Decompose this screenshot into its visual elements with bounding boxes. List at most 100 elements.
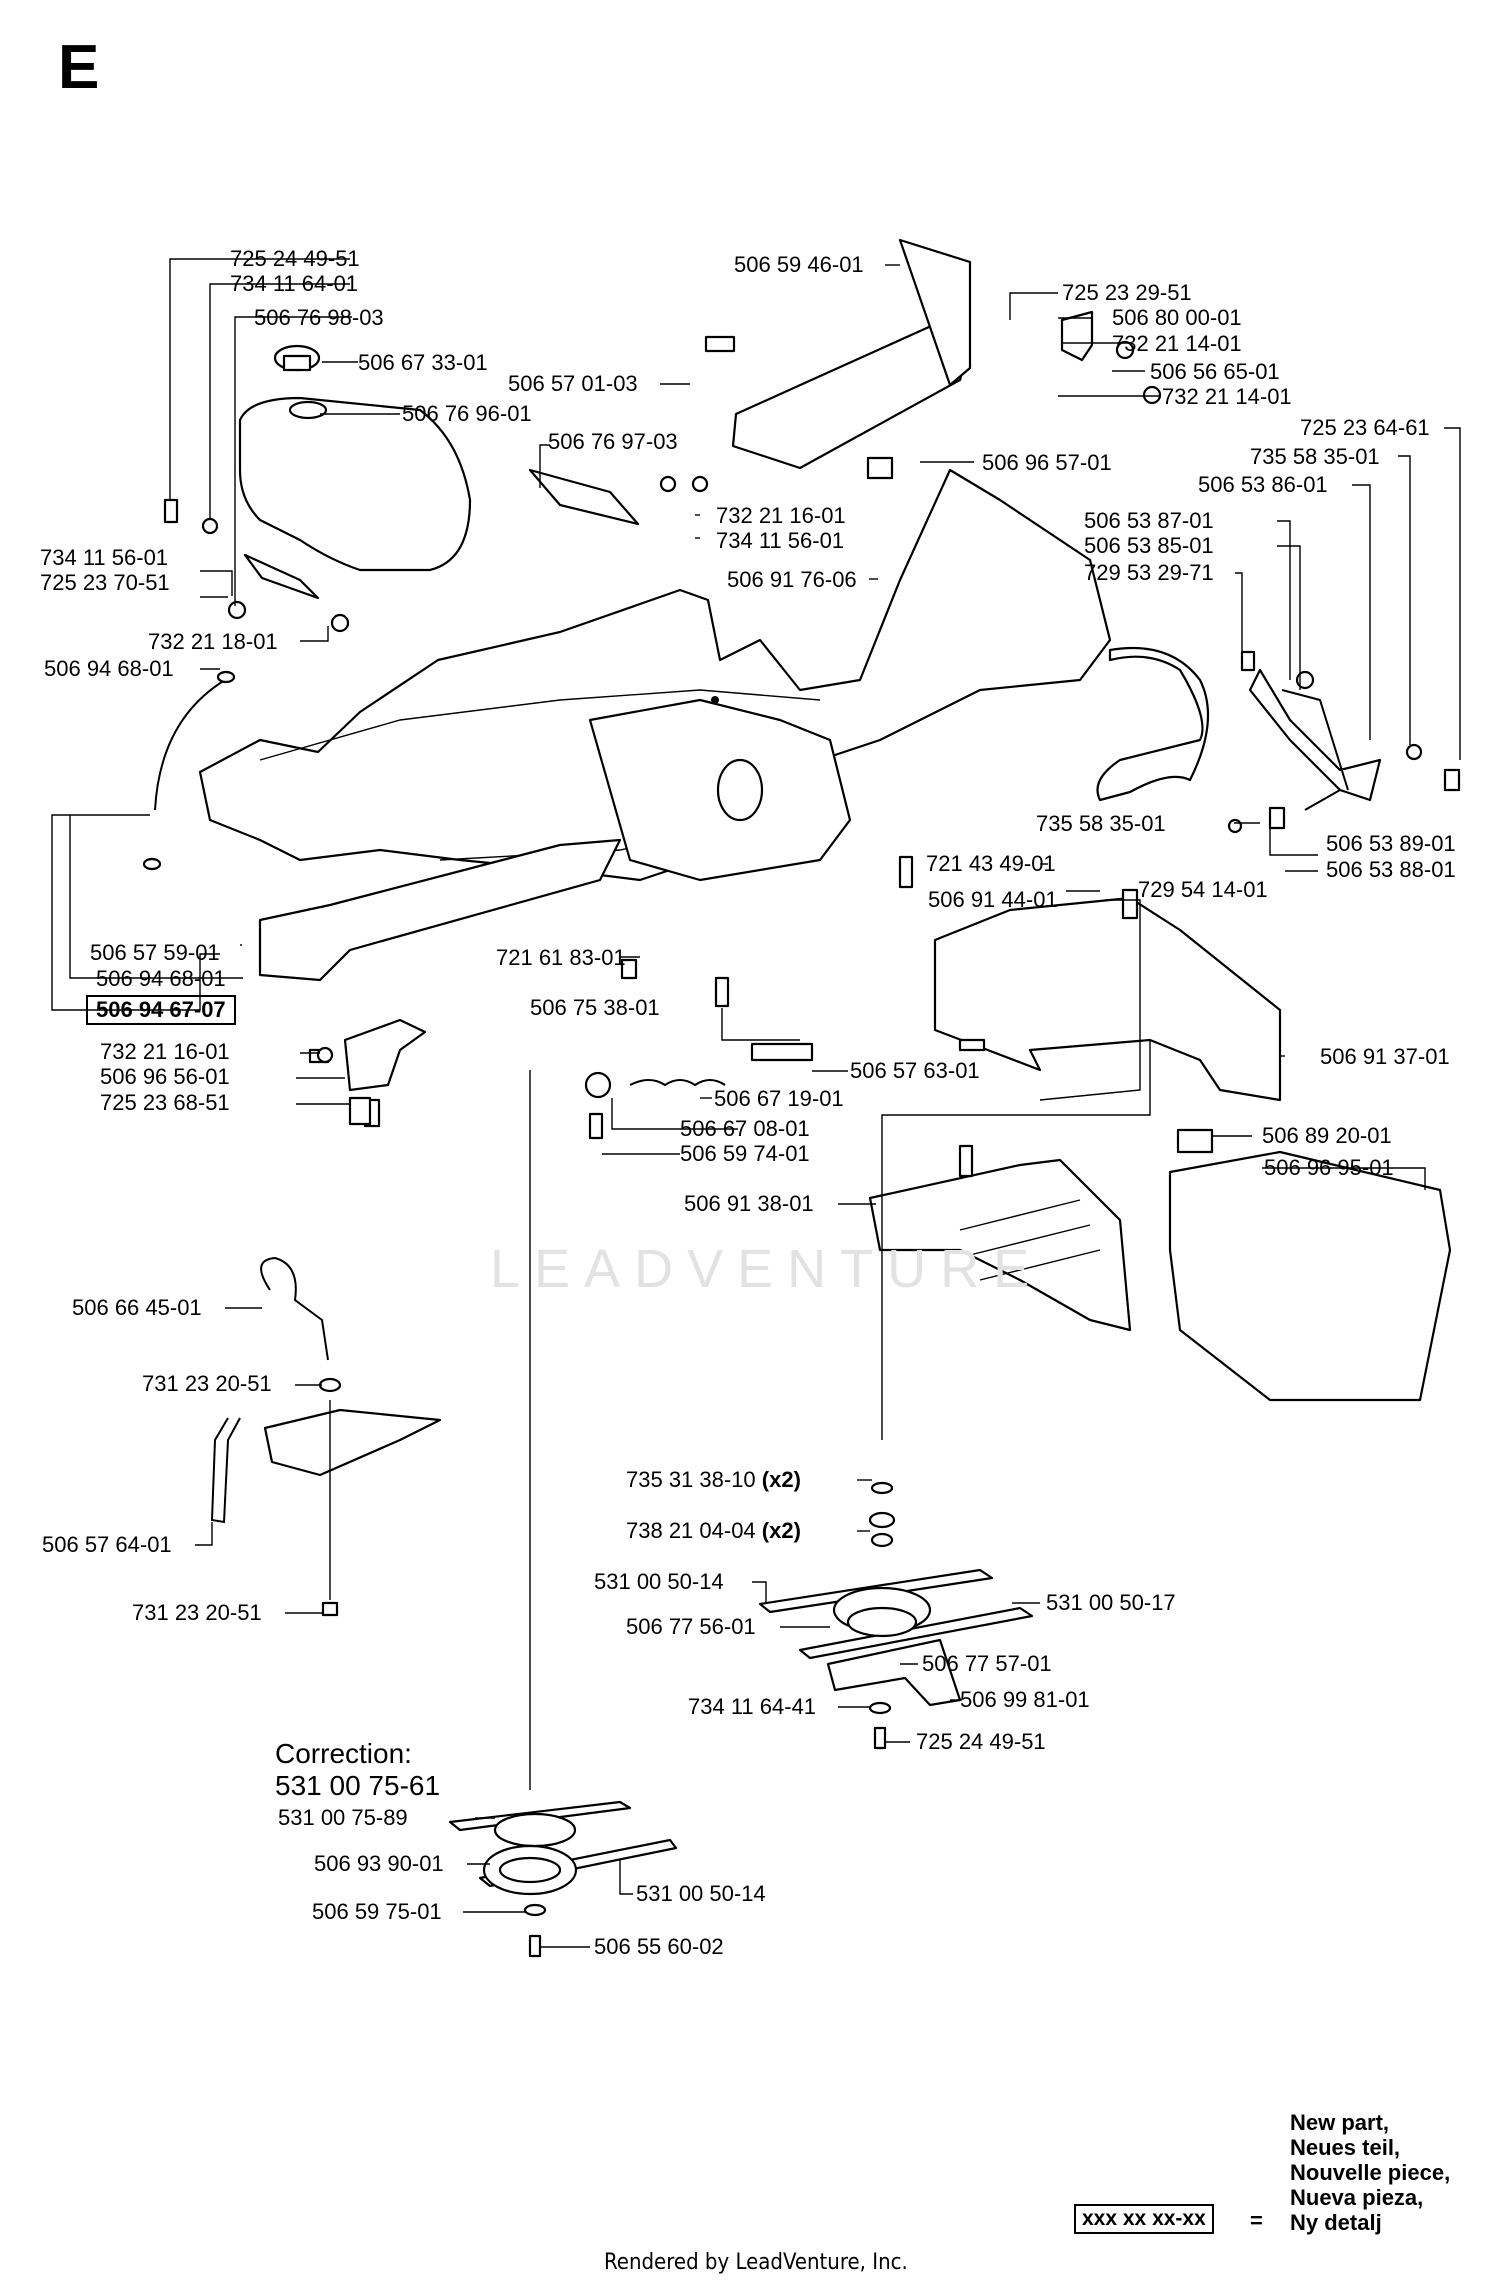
part-label[interactable]: 725 23 64-61 <box>1300 415 1430 440</box>
part-label[interactable]: 732 21 16-01 <box>716 503 846 528</box>
rear-cover <box>933 896 1282 1102</box>
legend-line: Nouvelle piece, <box>1290 2160 1451 2185</box>
main-frame <box>198 468 1210 882</box>
part-label[interactable]: 506 94 68-01 <box>96 966 226 991</box>
part-label[interactable]: 506 53 88-01 <box>1326 857 1456 882</box>
part-label[interactable]: 725 24 49-51 <box>916 1729 1046 1754</box>
part-label[interactable]: 506 57 63-01 <box>850 1058 980 1083</box>
part-label[interactable]: 506 80 00-01 <box>1112 305 1242 330</box>
part-label[interactable]: 732 21 14-01 <box>1162 384 1292 409</box>
fuel-tank <box>238 344 472 572</box>
part-label[interactable]: 531 00 50-14 <box>594 1569 724 1594</box>
part-label[interactable]: 506 94 68-01 <box>44 656 174 681</box>
left-blade-assembly <box>448 1800 678 1958</box>
correction-title: Correction: <box>275 1738 412 1769</box>
part-label[interactable]: 506 59 46-01 <box>734 252 864 277</box>
part-label[interactable]: 506 76 97-03 <box>548 429 678 454</box>
part-label[interactable]: 506 76 98-03 <box>254 305 384 330</box>
right-blade-assembly <box>758 1481 1034 1750</box>
pivot-pin <box>714 976 730 1008</box>
chute-guard <box>868 1158 1132 1332</box>
part-label[interactable]: 506 76 96-01 <box>402 401 532 426</box>
part-label[interactable]: 738 21 04-04 (x2) <box>626 1518 801 1543</box>
part-label[interactable]: 506 89 20-01 <box>1262 1123 1392 1148</box>
footer-credit: Rendered by LeadVenture, Inc. <box>604 2250 908 2275</box>
rear-cover-right <box>1168 1150 1452 1402</box>
legend-line: Nueva pieza, <box>1290 2185 1424 2210</box>
part-label[interactable]: 729 54 14-01 <box>1138 877 1268 902</box>
part-label[interactable]: 531 00 75-89 <box>278 1805 408 1830</box>
part-label[interactable]: 721 61 83-01 <box>496 945 626 970</box>
part-label[interactable]: 734 11 56-01 <box>716 528 845 553</box>
control-lever <box>1248 668 1382 802</box>
part-label[interactable]: 506 67 19-01 <box>714 1086 844 1111</box>
correction-note: Correction: 531 00 75-61 <box>275 1738 440 1802</box>
part-label[interactable]: 506 75 38-01 <box>530 995 660 1020</box>
correction-part: 531 00 75-61 <box>275 1770 441 1801</box>
part-label[interactable]: 506 77 57-01 <box>922 1651 1052 1676</box>
part-label[interactable]: 732 21 16-01 <box>100 1039 230 1064</box>
part-label[interactable]: 506 67 08-01 <box>680 1116 810 1141</box>
part-label[interactable]: 731 23 20-51 <box>142 1371 272 1396</box>
part-label[interactable]: 506 57 59-01 <box>90 940 220 965</box>
part-label[interactable]: 506 93 90-01 <box>314 1851 444 1876</box>
legend-line: Ny detalj <box>1290 2210 1382 2235</box>
part-label[interactable]: 735 31 38-10 (x2) <box>626 1467 801 1492</box>
fuel-line <box>154 679 226 811</box>
part-label[interactable]: 725 23 29-51 <box>1062 280 1192 305</box>
part-label[interactable]: 735 58 35-01 <box>1036 811 1166 836</box>
part-label[interactable]: 725 24 49-51 <box>230 246 360 271</box>
legend-equals: = <box>1250 2208 1263 2233</box>
tank-strap <box>243 553 320 600</box>
part-label[interactable]: 506 53 86-01 <box>1198 472 1328 497</box>
spring <box>629 1079 726 1087</box>
part-label[interactable]: 506 53 85-01 <box>1084 533 1214 558</box>
latch-bracket <box>1060 310 1094 362</box>
part-label[interactable]: 725 23 68-51 <box>100 1090 230 1115</box>
part-label[interactable]: 725 23 70-51 <box>40 570 170 595</box>
part-label[interactable]: 506 91 76-06 <box>727 567 857 592</box>
part-label[interactable]: 506 57 01-03 <box>508 371 638 396</box>
part-label[interactable]: 531 00 50-17 <box>1046 1590 1176 1615</box>
legend: New part, Neues teil, Nouvelle piece, Nu… <box>1290 2110 1450 2235</box>
part-label[interactable]: 506 91 44-01 <box>928 887 1058 912</box>
part-label[interactable]: 531 00 50-14 <box>636 1881 766 1906</box>
part-label[interactable]: 734 11 56-01 <box>40 545 169 570</box>
part-label[interactable]: 506 99 81-01 <box>960 1687 1090 1712</box>
part-label[interactable]: 506 96 56-01 <box>100 1064 230 1089</box>
legend-line: Neues teil, <box>1290 2135 1401 2160</box>
part-label[interactable]: 732 21 18-01 <box>148 629 278 654</box>
legend-line: New part, <box>1290 2110 1390 2135</box>
part-label[interactable]: 721 43 49-01 <box>926 851 1056 876</box>
part-label[interactable]: 506 96 95-01 <box>1264 1155 1394 1180</box>
part-label[interactable]: 506 66 45-01 <box>72 1295 202 1320</box>
part-label[interactable]: 734 11 64-01 <box>230 271 359 296</box>
watermark: LEADVENTURE <box>490 1239 1044 1299</box>
legend-sample-box: xxx xx xx-xx <box>1074 2204 1214 2234</box>
part-label[interactable]: 506 55 60-02 <box>594 1934 724 1959</box>
seat-plate <box>731 320 970 470</box>
part-label[interactable]: 506 56 65-01 <box>1150 359 1280 384</box>
left-linkage <box>210 1018 442 1617</box>
part-label[interactable]: 506 57 64-01 <box>42 1532 172 1557</box>
part-label[interactable]: 731 23 20-51 <box>132 1600 262 1625</box>
part-label[interactable]: 506 53 89-01 <box>1326 831 1456 856</box>
tank-bracket <box>528 468 640 526</box>
part-label[interactable]: 735 58 35-01 <box>1250 444 1380 469</box>
part-label[interactable]: 506 91 38-01 <box>684 1191 814 1216</box>
part-label[interactable]: 506 91 37-01 <box>1320 1044 1450 1069</box>
part-label[interactable]: 506 67 33-01 <box>358 350 488 375</box>
leader-lines <box>51 258 1461 1948</box>
part-label[interactable]: 506 77 56-01 <box>626 1614 756 1639</box>
deck-link-front <box>258 838 622 982</box>
part-label[interactable]: 734 11 64-41 <box>688 1694 817 1719</box>
part-label[interactable]: 506 59 75-01 <box>312 1899 442 1924</box>
part-label[interactable]: 729 53 29-71 <box>1084 560 1214 585</box>
part-label[interactable]: 506 96 57-01 <box>982 450 1112 475</box>
part-label[interactable]: 506 53 87-01 <box>1084 508 1214 533</box>
section-letter: E <box>58 33 100 102</box>
part-label[interactable]: 732 21 14-01 <box>1112 331 1242 356</box>
new-part-label[interactable]: 506 94 67-07 <box>86 995 236 1025</box>
part-label[interactable]: 506 59 74-01 <box>680 1141 810 1166</box>
